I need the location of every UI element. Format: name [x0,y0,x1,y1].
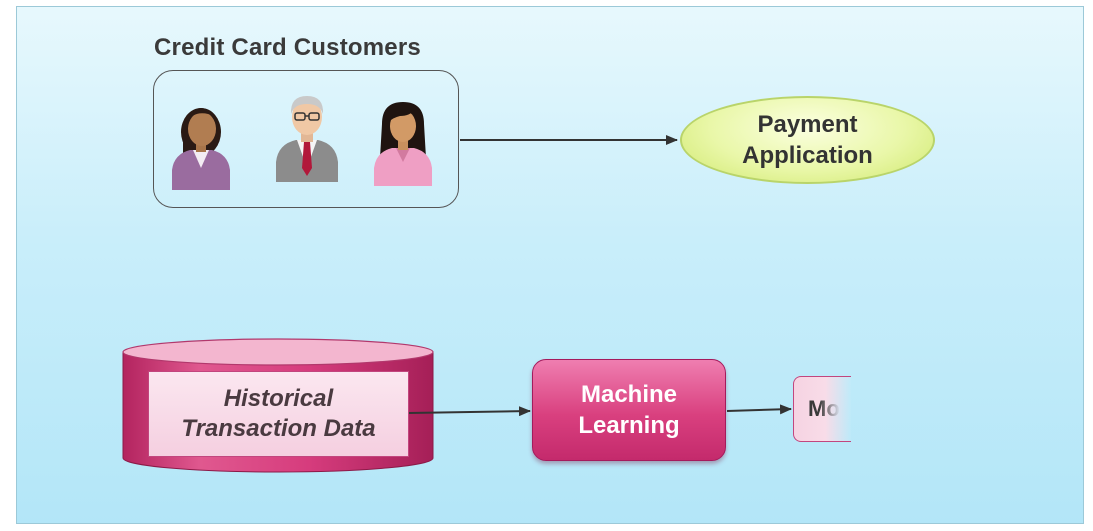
customers-group-box [153,70,459,208]
data-to-ml-arrow [408,406,531,417]
payment-application-label: Payment Application [742,111,873,169]
payment-application-node: Payment Application [680,96,935,184]
machine-learning-node: Machine Learning [532,359,726,461]
model-node: Mo [793,376,851,442]
historical-transaction-data-label-box: Historical Transaction Data [148,371,409,457]
historical-transaction-data-label: Historical Transaction Data [181,385,376,442]
man-gray-hair-glasses-icon [276,96,338,182]
diagram-title: Credit Card Customers [154,34,421,61]
ml-to-model-arrow [726,404,792,415]
woman-dark-hair-icon [172,108,230,190]
model-label: Mo [808,396,840,421]
woman-long-hair-icon [374,102,432,186]
machine-learning-label: Machine Learning [578,381,680,439]
